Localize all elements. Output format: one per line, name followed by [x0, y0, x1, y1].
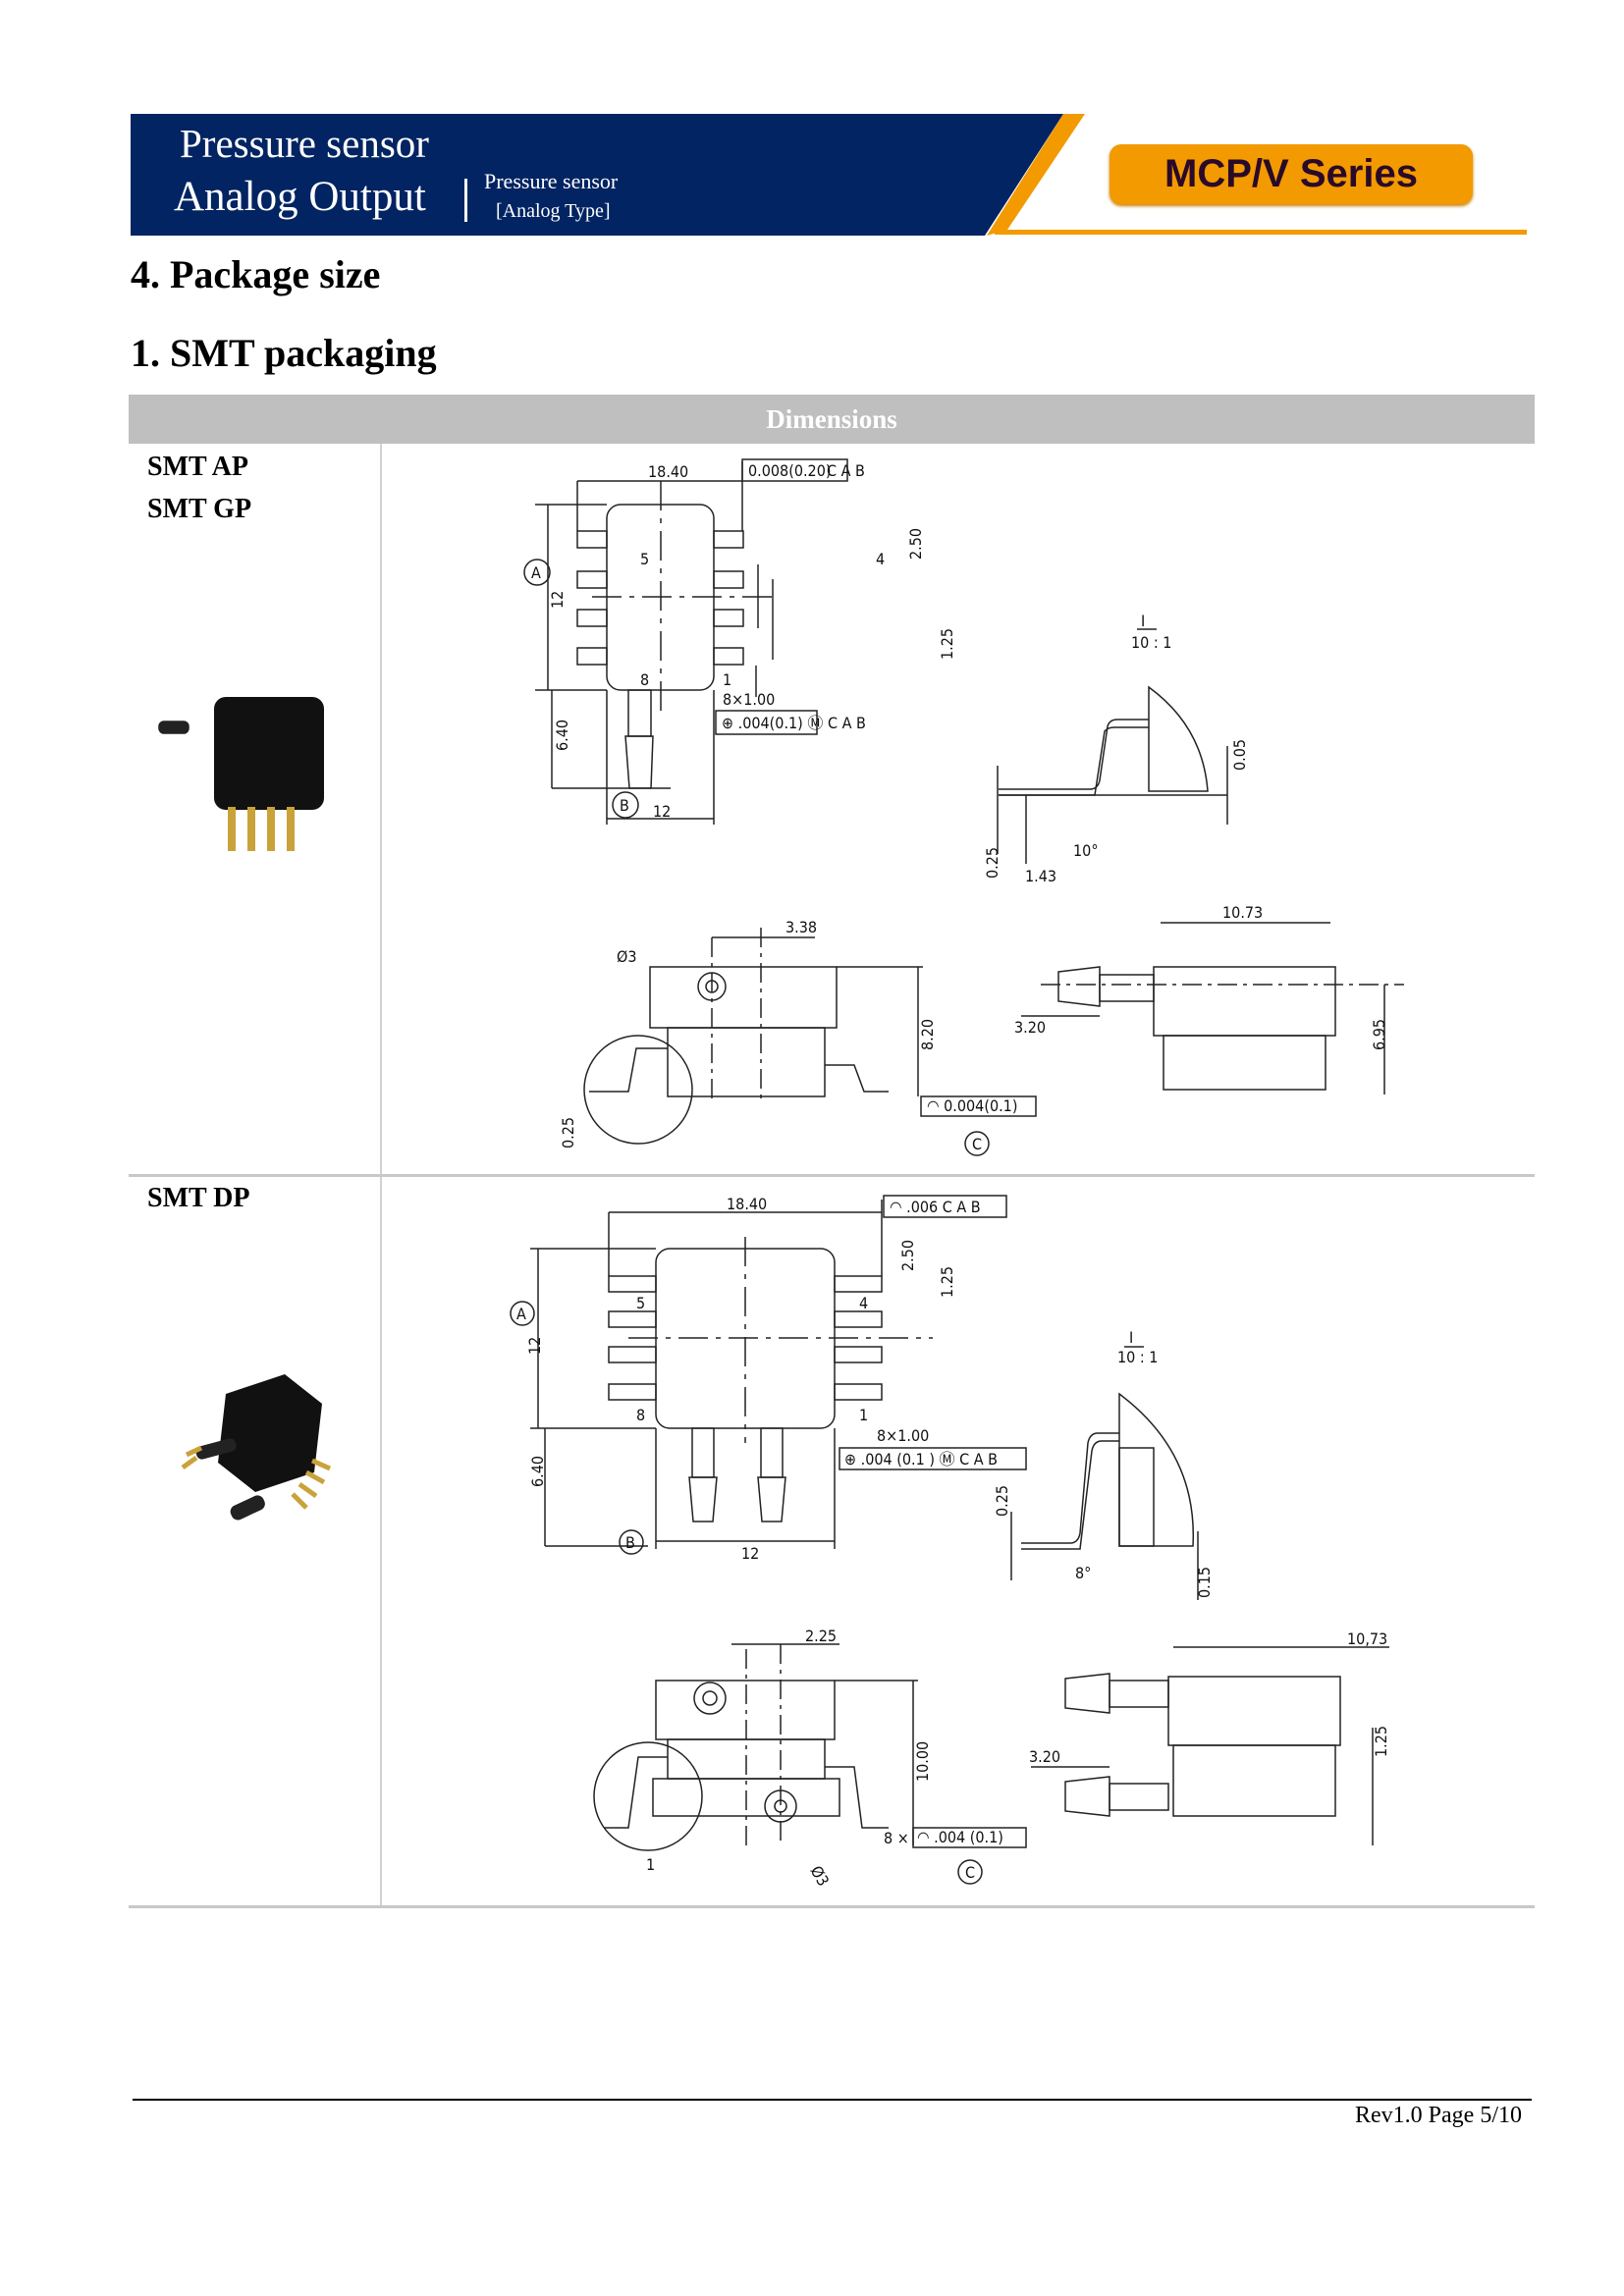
dim-1-25-dp: 1.25: [1372, 1726, 1390, 1757]
header-banner: Pressure sensor Analog Output Pressure s…: [131, 114, 1527, 236]
gdt-datums: C A B: [827, 461, 865, 480]
smt-ap-lead-detail: [997, 628, 1228, 864]
gdt-flatness: ◠ 0.004(0.1): [927, 1096, 1017, 1115]
dim-0-25-dp: 0.25: [993, 1485, 1011, 1517]
dim-pins: 8×1.00: [723, 690, 775, 709]
dim-width: 18.40: [648, 462, 688, 481]
dim-height-dp: 12: [525, 1337, 544, 1355]
dim-offset-dp: 2.25: [805, 1627, 837, 1645]
dim-port: 6.40: [553, 720, 571, 751]
dim-pitch-b-dp: 1.25: [938, 1266, 956, 1298]
dim-body-dp: 12: [741, 1544, 759, 1563]
row-divider: [129, 1174, 1535, 1177]
detail-scale: 10 : 1: [1131, 633, 1171, 652]
dim-angle: 10°: [1073, 841, 1099, 860]
dim-tube-dp: 3.20: [1029, 1747, 1060, 1766]
dim-pins-dp: 8×1.00: [877, 1426, 929, 1445]
banner-divider: [464, 179, 467, 222]
detail-label-dp: I: [1129, 1328, 1133, 1347]
banner-title: Pressure sensor: [180, 121, 429, 166]
dim-offset: 3.38: [785, 918, 817, 936]
smt-dp-side-view: [1031, 1646, 1389, 1845]
dim-port-dp: 6.40: [528, 1456, 547, 1487]
dim-0-15-dp: 0.15: [1195, 1567, 1214, 1598]
gdt-flat-prefix-dp: 8 ×: [884, 1829, 909, 1847]
dim-10-00-dp: 10.00: [913, 1741, 932, 1782]
datum-b-dp: B: [625, 1533, 635, 1552]
dim-pitch-a-dp: 2.50: [898, 1240, 917, 1271]
datum-c: C: [972, 1135, 982, 1153]
banner-type-line1: Pressure sensor: [484, 169, 619, 193]
gdt-flatness-dp: ◠ .004 (0.1): [917, 1828, 1003, 1846]
dim-0-05: 0.05: [1230, 739, 1249, 771]
pin-5: 5: [640, 550, 649, 568]
datum-a: A: [531, 563, 541, 582]
dim-body: 12: [653, 802, 671, 821]
dim-width-dp: 18.40: [727, 1195, 767, 1213]
gdt-position: ⊕ .004(0.1) Ⓜ C A B: [722, 714, 866, 732]
subsection-title: 1. SMT packaging: [131, 331, 437, 375]
smt-ap-top-view: [523, 458, 848, 825]
footer-divider: [133, 2099, 1532, 2101]
product-photo-smt-dp: [181, 1374, 332, 1521]
banner-subtitle: Analog Output: [174, 174, 426, 220]
gdt-profile-dp: ◠ .006 C A B: [890, 1198, 981, 1216]
pin-1: 1: [723, 670, 731, 689]
pin-5-dp: 5: [636, 1294, 645, 1312]
product-photo-smt-ap: [158, 697, 324, 851]
series-badge: MCP/V Series: [1110, 144, 1473, 204]
package-label-smt-ap: SMT AP: [147, 452, 248, 482]
dim-0-25b: 0.25: [559, 1117, 577, 1148]
dim-angle-dp: 8°: [1075, 1564, 1091, 1582]
smt-dp-top-view: [510, 1195, 1199, 1600]
dim-1-43: 1.43: [1025, 867, 1056, 885]
dim-6-95: 6.95: [1370, 1019, 1388, 1050]
banner-type-line2: [Analog Type]: [496, 200, 611, 222]
dim-pitch-b: 1.25: [938, 628, 956, 660]
package-label-smt-gp: SMT GP: [147, 494, 252, 524]
banner-background: [131, 114, 1527, 236]
detail-ref-dp: 1: [646, 1855, 655, 1874]
smt-ap-side-view: [1021, 922, 1404, 1095]
datum-b: B: [620, 796, 629, 815]
dim-pitch-a: 2.50: [906, 528, 925, 560]
table-header-dimensions: Dimensions: [129, 395, 1535, 444]
pin-4: 4: [876, 550, 885, 568]
pin-8-dp: 8: [636, 1406, 645, 1424]
dim-tube: 3.20: [1014, 1018, 1046, 1037]
pin-4-dp: 4: [859, 1294, 868, 1312]
dim-8-20: 8.20: [918, 1019, 937, 1050]
detail-label: I: [1141, 612, 1145, 630]
dim-hole-dp: Ø3: [807, 1863, 834, 1890]
dim-height: 12: [548, 591, 567, 609]
dim-length: 10.73: [1222, 903, 1263, 922]
gdt-position-dp: ⊕ .004 (0.1 ) Ⓜ C A B: [844, 1450, 998, 1468]
smt-ap-front-view: [583, 928, 1037, 1156]
section-title: 4. Package size: [131, 252, 381, 296]
dim-length-dp: 10,73: [1347, 1629, 1387, 1648]
dim-0-25: 0.25: [983, 847, 1001, 879]
gdt-profile-value: 0.008(0.20): [748, 461, 831, 480]
detail-scale-dp: 10 : 1: [1117, 1348, 1158, 1366]
pin-8: 8: [640, 670, 649, 689]
page-footer: Rev1.0 Page 5/10: [1355, 2103, 1522, 2128]
row-divider: [129, 1905, 1535, 1908]
datum-a-dp: A: [516, 1305, 526, 1323]
datum-c-dp: C: [965, 1863, 975, 1882]
pin-1-dp: 1: [859, 1406, 868, 1424]
dim-hole: Ø3: [617, 947, 636, 966]
smt-dp-front-view: [593, 1643, 1027, 1885]
package-label-smt-dp: SMT DP: [147, 1183, 250, 1213]
